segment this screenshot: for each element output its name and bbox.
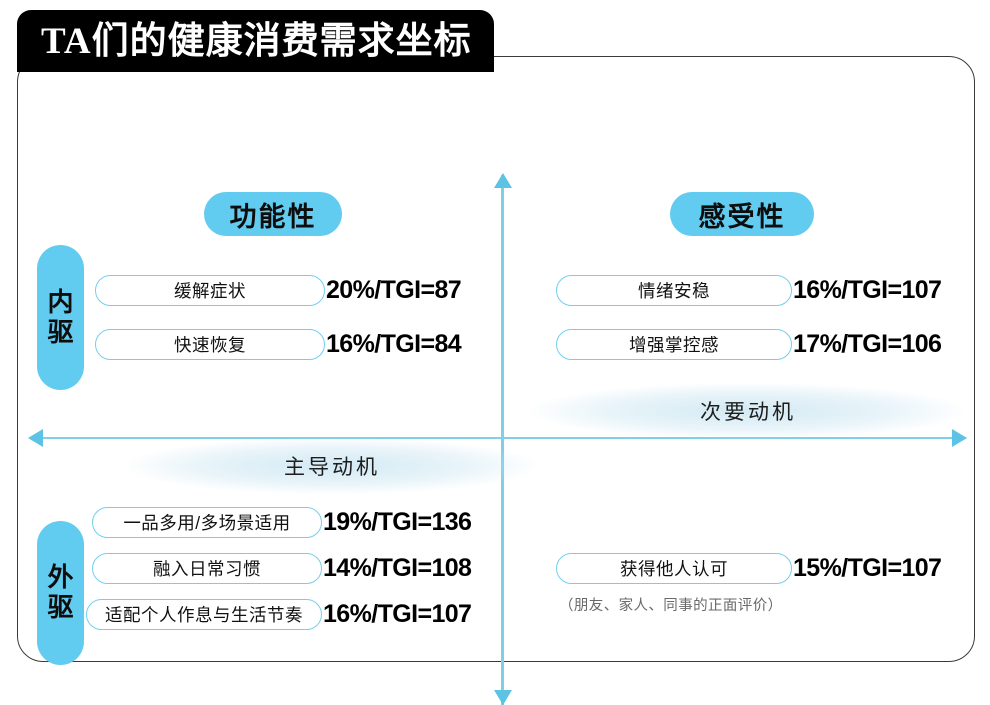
region-label-secondary-motivation: 次要动机: [530, 383, 966, 439]
item-stat: 16%/TGI=84: [326, 330, 462, 358]
list-item: 融入日常习惯 14%/TGI=108: [92, 553, 472, 584]
axis-label-intrinsic: 内 驱: [37, 245, 84, 390]
axis-label-extrinsic-char-2: 驱: [47, 592, 74, 622]
item-label: 获得他人认可: [556, 553, 792, 584]
item-stat: 16%/TGI=107: [323, 600, 472, 628]
item-stat: 16%/TGI=107: [793, 276, 942, 304]
axis-arrow-down-icon: [493, 690, 512, 705]
quadrant-header-emotional: 感受性: [670, 192, 814, 236]
list-item: 缓解症状 20%/TGI=87: [95, 275, 462, 306]
region-blob: [126, 438, 538, 494]
list-item: 快速恢复 16%/TGI=84: [95, 329, 462, 360]
item-label: 融入日常习惯: [92, 553, 322, 584]
item-label: 适配个人作息与生活节奏: [86, 599, 322, 630]
axis-label-intrinsic-char-2: 驱: [47, 316, 74, 347]
axis-label-extrinsic-char-1: 外: [47, 562, 74, 593]
axis-arrow-left-icon: [28, 429, 43, 447]
item-stat: 15%/TGI=107: [793, 554, 942, 582]
page-title-bar: TA们的健康消费需求坐标: [17, 10, 494, 72]
region-blob: [530, 383, 966, 439]
item-stat: 20%/TGI=87: [326, 276, 462, 304]
page-title: TA们的健康消费需求坐标: [41, 20, 472, 62]
item-label: 一品多用/多场景适用: [92, 507, 322, 538]
list-item: 增强掌控感 17%/TGI=106: [556, 329, 942, 360]
item-label: 快速恢复: [95, 329, 325, 360]
list-item: 获得他人认可 15%/TGI=107: [556, 553, 942, 584]
axis-arrow-right-icon: [952, 429, 967, 447]
horizontal-axis: [30, 436, 966, 439]
item-label: 增强掌控感: [556, 329, 792, 360]
region-label-text: 主导动机: [284, 455, 380, 479]
list-item: 情绪安稳 16%/TGI=107: [556, 275, 942, 306]
item-label: 情绪安稳: [556, 275, 792, 306]
item-stat: 17%/TGI=106: [793, 330, 942, 358]
item-stat: 14%/TGI=108: [323, 554, 472, 582]
region-label-primary-motivation: 主导动机: [126, 438, 538, 494]
region-label-text: 次要动机: [700, 400, 796, 424]
list-item: 一品多用/多场景适用 19%/TGI=136: [92, 507, 472, 538]
item-stat: 19%/TGI=136: [323, 508, 472, 536]
item-label: 缓解症状: [95, 275, 325, 306]
infographic-card: 功能性 感受性 内 驱 外 驱 缓解症状 20%/TGI=87 快速恢复 16%…: [17, 56, 975, 705]
quadrant-header-functional: 功能性: [204, 192, 342, 236]
list-item: 适配个人作息与生活节奏 16%/TGI=107: [86, 599, 472, 630]
vertical-axis: [501, 175, 504, 705]
axis-label-extrinsic: 外 驱: [37, 521, 84, 665]
axis-arrow-up-icon: [493, 173, 512, 188]
item-note: （朋友、家人、同事的正面评价）: [559, 598, 783, 614]
axis-label-intrinsic-char-1: 内: [47, 286, 74, 317]
